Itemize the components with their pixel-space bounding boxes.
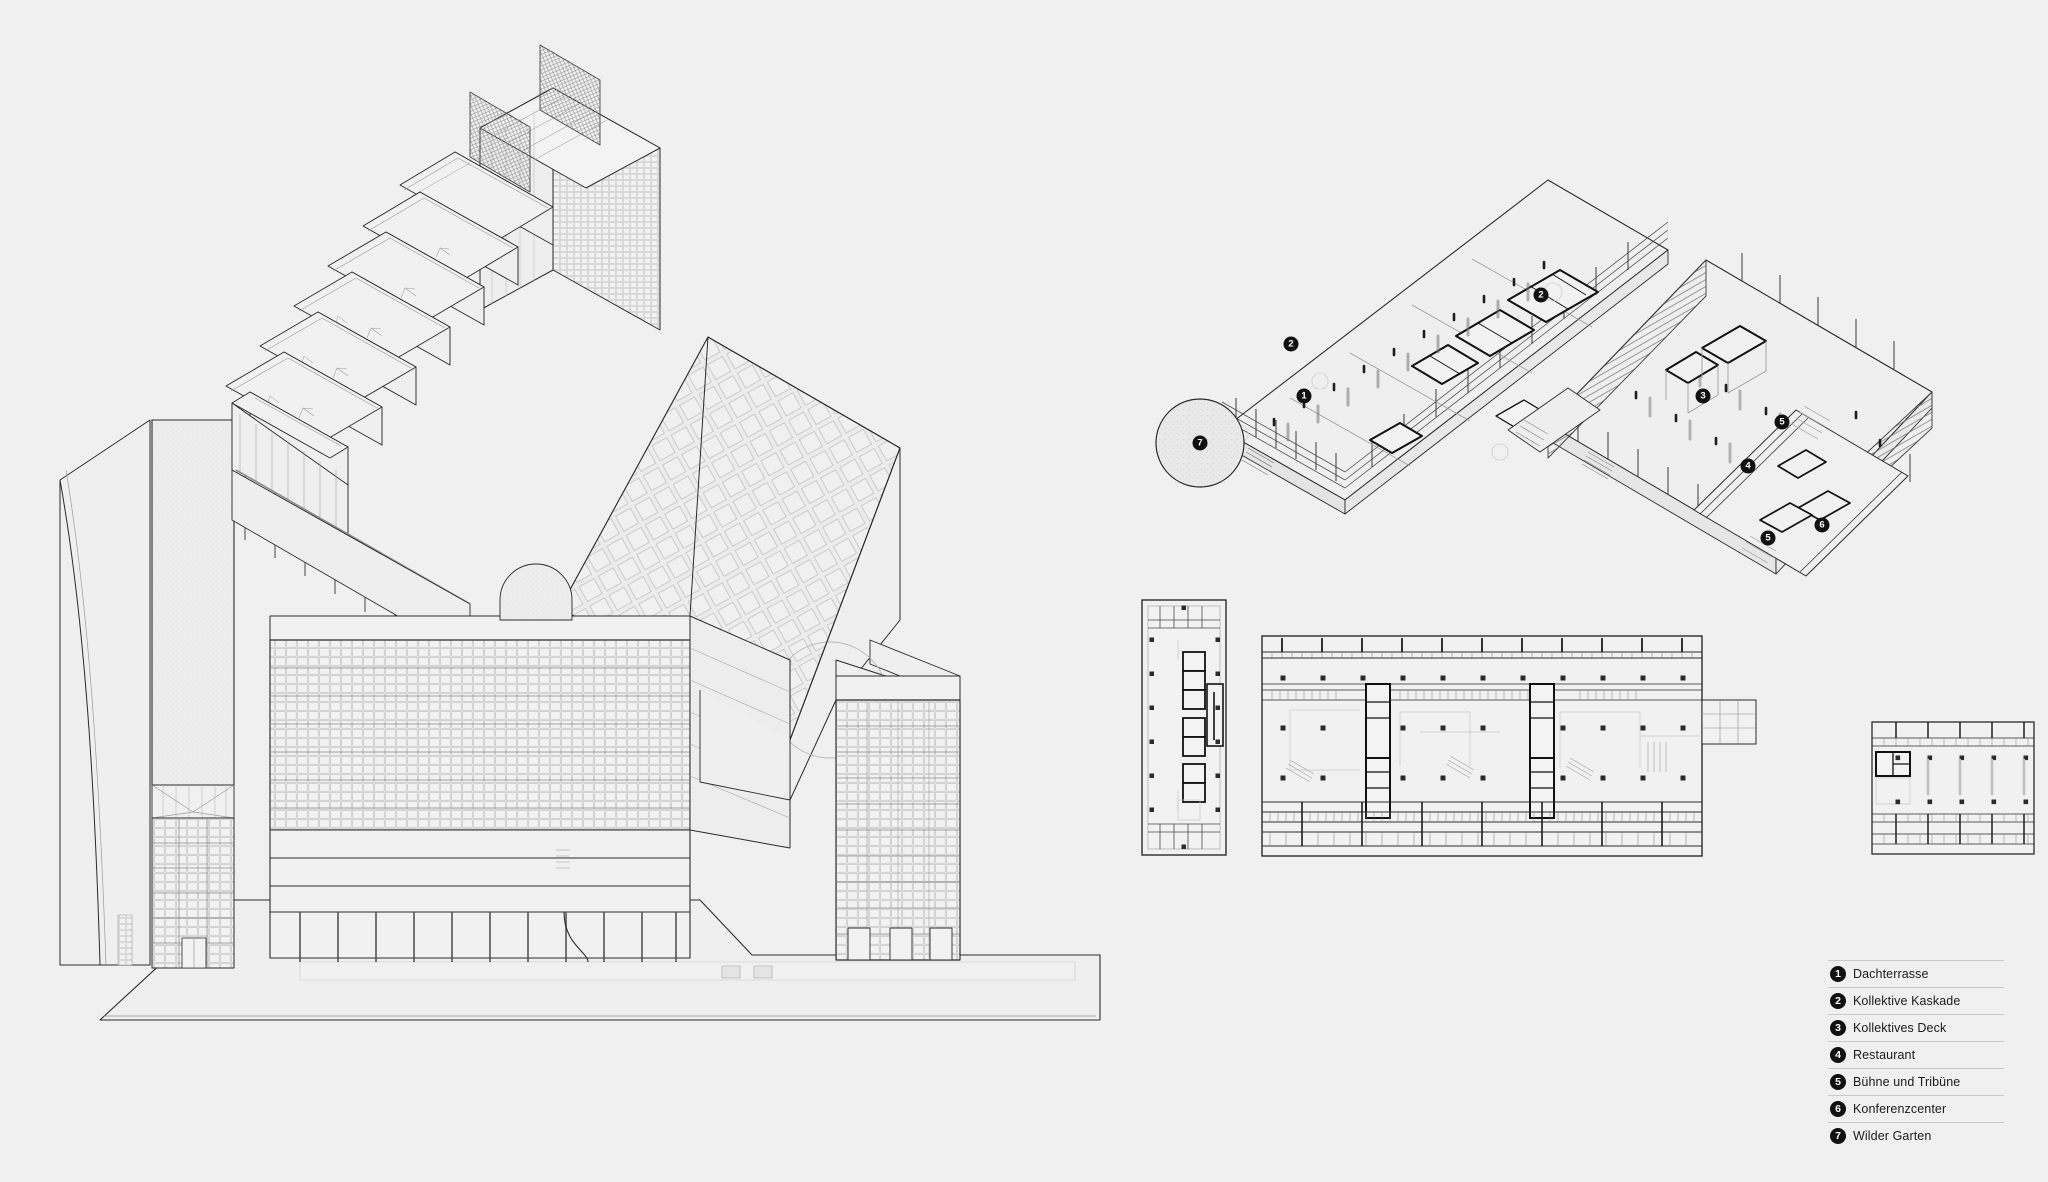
legend-badge-1: 1 <box>1830 966 1846 982</box>
legend-row-5[interactable]: 5 Bühne und Tribüne <box>1828 1068 2004 1095</box>
annex-plan <box>1871 721 2035 855</box>
marker-3-kollektives-deck[interactable]: 3 <box>1695 388 1711 404</box>
marker-6-konferenzcenter[interactable]: 6 <box>1814 517 1830 533</box>
legend-label-6: Konferenzcenter <box>1853 1102 1947 1116</box>
roof-tower <box>469 44 661 331</box>
legend-row-7[interactable]: 7 Wilder Garten <box>1828 1122 2004 1149</box>
legend-label-2: Kollektive Kaskade <box>1853 994 1961 1008</box>
legend-label-3: Kollektives Deck <box>1853 1021 1947 1035</box>
legend-label-7: Wilder Garten <box>1853 1129 1932 1143</box>
legend-badge-2: 2 <box>1830 993 1846 1009</box>
legend-badge-5: 5 <box>1830 1074 1846 1090</box>
legend-label-4: Restaurant <box>1853 1048 1916 1062</box>
connecting-volume <box>499 336 901 801</box>
marker-4-restaurant[interactable]: 4 <box>1740 458 1756 474</box>
legend-badge-3: 3 <box>1830 1020 1846 1036</box>
marker-5b-buehne-und-tribuene[interactable]: 5 <box>1760 530 1776 546</box>
marker-2-kollektive-kaskade[interactable]: 2 <box>1283 336 1299 352</box>
main-axonometric <box>59 44 1101 1021</box>
legend-row-6[interactable]: 6 Konferenzcenter <box>1828 1095 2004 1122</box>
roof-bridge <box>1507 387 1601 453</box>
roof-wing-northwest <box>1221 179 1669 515</box>
legend-badge-7: 7 <box>1830 1128 1846 1144</box>
legend-row-4[interactable]: 4 Restaurant <box>1828 1041 2004 1068</box>
legend-badge-6: 6 <box>1830 1101 1846 1117</box>
existing-neighbour-building <box>59 419 151 966</box>
legend-label-5: Bühne und Tribüne <box>1853 1075 1961 1089</box>
legend-row-2[interactable]: 2 Kollektive Kaskade <box>1828 987 2004 1014</box>
legend-badge-4: 4 <box>1830 1047 1846 1063</box>
tower-plan <box>1141 599 1227 856</box>
marker-1-dachterrasse[interactable]: 1 <box>1296 388 1312 404</box>
main-floor-plan <box>1261 635 1757 857</box>
legend-row-3[interactable]: 3 Kollektives Deck <box>1828 1014 2004 1041</box>
terrace-cascade <box>225 151 554 666</box>
roof-axonometric <box>1155 179 1933 577</box>
residential-slab <box>835 675 961 961</box>
legend: 1 Dachterrasse 2 Kollektive Kaskade 3 Ko… <box>1828 960 2004 1149</box>
legend-label-1: Dachterrasse <box>1853 967 1929 981</box>
marker-2b-kollektive-kaskade[interactable]: 2 <box>1533 287 1549 303</box>
marker-7-wilder-garten[interactable]: 7 <box>1192 435 1208 451</box>
legend-row-1[interactable]: 1 Dachterrasse <box>1828 960 2004 987</box>
marker-5-buehne-und-tribuene[interactable]: 5 <box>1774 414 1790 430</box>
existing-tower <box>151 419 235 969</box>
